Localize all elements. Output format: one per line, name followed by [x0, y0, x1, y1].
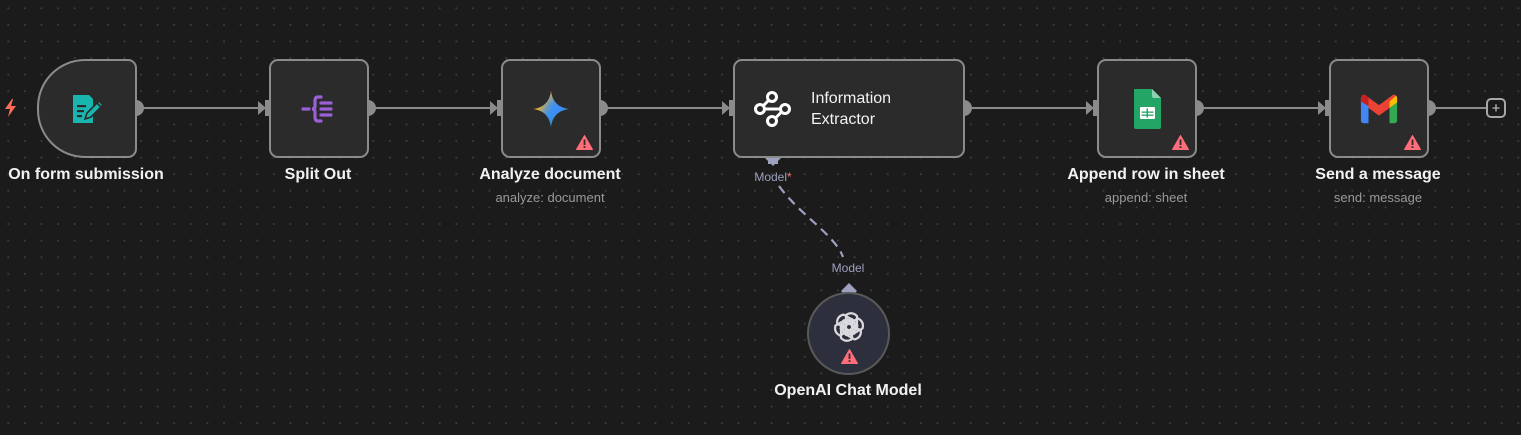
- node-label-openai: OpenAI Chat Model: [774, 382, 922, 399]
- node-openai-chat-model[interactable]: [807, 292, 890, 375]
- model-handle-label-extractor: Model*: [754, 170, 792, 184]
- google-sheets-icon: [1127, 88, 1167, 129]
- node-label-analyze: Analyze document: [479, 166, 621, 183]
- node-subtitle-analyze: analyze: document: [495, 190, 605, 205]
- node-information-extractor[interactable]: Information Extractor: [733, 59, 965, 158]
- warning-icon[interactable]: [576, 135, 593, 150]
- openai-icon: [832, 310, 866, 349]
- form-pencil-icon: [67, 89, 107, 129]
- node-subtitle-sheets: append: sheet: [1104, 190, 1188, 205]
- node-split-out[interactable]: [269, 59, 369, 158]
- edge-model-connection[interactable]: [778, 185, 845, 258]
- node-label-trigger: On form submission: [8, 166, 164, 183]
- gmail-icon: [1359, 89, 1399, 129]
- extractor-nodes-icon: [753, 89, 793, 129]
- input-handle-split[interactable]: [258, 100, 271, 116]
- warning-icon[interactable]: [841, 349, 858, 364]
- node-on-form-submission[interactable]: [37, 59, 137, 158]
- model-handle-label-openai: Model: [831, 261, 865, 275]
- gemini-sparkle-icon: [531, 89, 571, 129]
- trigger-bolt-icon: [5, 99, 16, 117]
- node-label-gmail: Send a message: [1315, 166, 1441, 183]
- warning-icon[interactable]: [1172, 135, 1189, 150]
- add-node-button[interactable]: +: [1486, 98, 1506, 118]
- input-handle-analyze[interactable]: [490, 100, 503, 116]
- split-out-icon: [299, 89, 339, 129]
- node-send-a-message[interactable]: [1329, 59, 1429, 158]
- input-handle-sheets[interactable]: [1086, 100, 1099, 116]
- node-label-sheets: Append row in sheet: [1067, 166, 1225, 183]
- node-subtitle-gmail: send: message: [1333, 190, 1423, 205]
- input-handle-extractor[interactable]: [722, 100, 735, 116]
- node-label-split-out: Split Out: [284, 166, 352, 183]
- warning-icon[interactable]: [1404, 135, 1421, 150]
- node-analyze-document[interactable]: [501, 59, 601, 158]
- input-handle-gmail[interactable]: [1318, 100, 1331, 116]
- node-append-row-in-sheet[interactable]: [1097, 59, 1197, 158]
- node-title-extractor: Information Extractor: [811, 89, 892, 128]
- required-asterisk: *: [787, 170, 792, 184]
